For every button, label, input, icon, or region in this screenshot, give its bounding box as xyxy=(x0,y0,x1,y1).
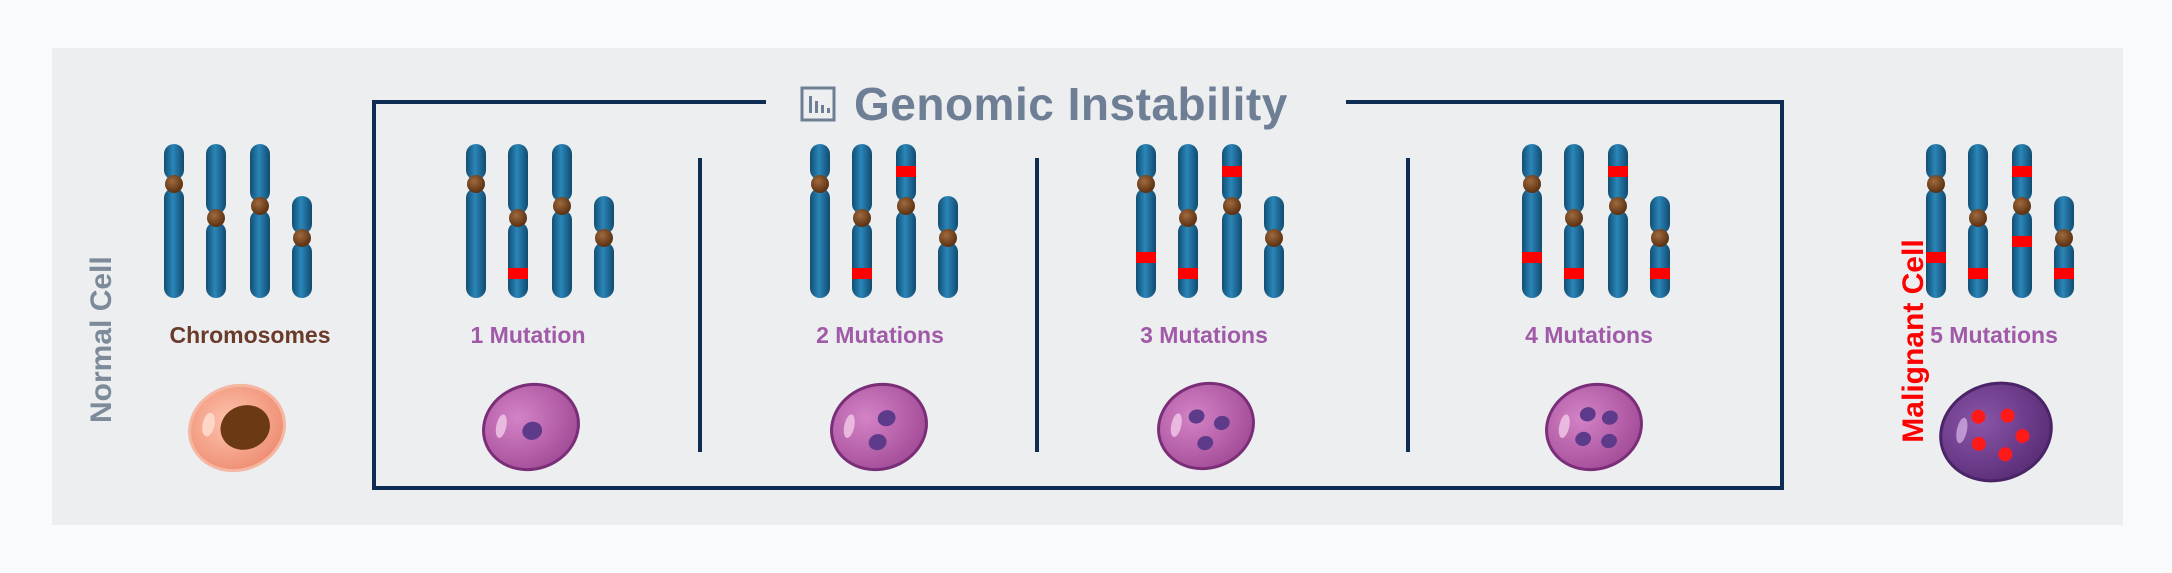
stage-label-4: 4 Mutations xyxy=(1525,322,1653,348)
centromere xyxy=(595,229,613,247)
chromosome xyxy=(164,144,184,298)
stage-label-1: 1 Mutation xyxy=(470,322,586,348)
stage-label-chromosomes: Chromosomes xyxy=(169,322,331,348)
centromere xyxy=(467,175,485,193)
chromosome xyxy=(206,144,226,298)
mutation-band xyxy=(1136,252,1156,263)
mutation-band xyxy=(2012,166,2032,177)
centromere xyxy=(553,197,571,215)
mutation-band xyxy=(1650,268,1670,279)
chromosome xyxy=(552,144,572,298)
centromere xyxy=(1265,229,1283,247)
centromere xyxy=(1223,197,1241,215)
centromere xyxy=(1927,175,1945,193)
centromere xyxy=(2055,229,2073,247)
mutation-band xyxy=(1522,252,1542,263)
chromosome xyxy=(938,196,958,298)
title-text: Genomic Instability xyxy=(854,78,1288,130)
chromosome xyxy=(1968,144,1988,298)
centromere xyxy=(811,175,829,193)
stage-label-5: 5 Mutations xyxy=(1930,322,2058,348)
malignant-cell xyxy=(1939,381,2053,483)
mutation-band xyxy=(1608,166,1628,177)
centromere xyxy=(293,229,311,247)
mutation-band xyxy=(2054,268,2074,279)
chromosome xyxy=(508,144,528,298)
stage-label-2: 2 Mutations xyxy=(816,322,944,348)
chromosome xyxy=(1608,144,1628,298)
centromere xyxy=(1969,209,1987,227)
genomic-instability-frame xyxy=(372,100,1784,490)
chromosome xyxy=(1522,144,1542,298)
centromere xyxy=(1651,229,1669,247)
centromere xyxy=(1565,209,1583,227)
chromosome xyxy=(594,196,614,298)
centromere xyxy=(207,209,225,227)
diagram-title: Genomic Instability xyxy=(800,74,1288,134)
frame-top-right-line xyxy=(1346,100,1784,104)
chromosome-set-4 xyxy=(1522,144,1670,298)
mutation-band xyxy=(896,166,916,177)
mutated-cell-4 xyxy=(1545,382,1643,472)
stage-label-3: 3 Mutations xyxy=(1140,322,1268,348)
chromosome xyxy=(2054,196,2074,298)
chromosome xyxy=(1926,144,1946,298)
chromosome xyxy=(1650,196,1670,298)
stage-divider-2 xyxy=(1035,158,1039,452)
chart-icon xyxy=(800,86,836,122)
chromosome xyxy=(1564,144,1584,298)
chromosome-set-1 xyxy=(466,144,614,298)
mutation-band xyxy=(1926,252,1946,263)
centromere xyxy=(1137,175,1155,193)
centromere xyxy=(165,175,183,193)
chromosome xyxy=(1136,144,1156,298)
chromosome-set-2 xyxy=(810,144,958,298)
centromere xyxy=(2013,197,2031,215)
diagram-panel xyxy=(52,48,2123,525)
chromosome xyxy=(1222,144,1242,298)
centromere xyxy=(897,197,915,215)
centromere xyxy=(1523,175,1541,193)
chromosome xyxy=(852,144,872,298)
chromosome xyxy=(1264,196,1284,298)
centromere xyxy=(939,229,957,247)
mutation-band xyxy=(508,268,528,279)
chromosome xyxy=(896,144,916,298)
centromere xyxy=(853,209,871,227)
mutation-band xyxy=(1968,268,1988,279)
frame-top-left-line xyxy=(372,100,766,104)
mutation-band xyxy=(1564,268,1584,279)
chromosome xyxy=(810,144,830,298)
chromosome xyxy=(292,196,312,298)
centromere xyxy=(509,209,527,227)
chromosome xyxy=(1178,144,1198,298)
chromosome-set-5 xyxy=(1926,144,2074,298)
centromere xyxy=(251,197,269,215)
stage-divider-3 xyxy=(1406,158,1410,452)
mutated-cell-1 xyxy=(482,382,580,472)
normal-cell xyxy=(188,383,286,473)
centromere xyxy=(1609,197,1627,215)
mutated-cell-2 xyxy=(830,382,928,472)
centromere xyxy=(1179,209,1197,227)
mutation-band xyxy=(2012,236,2032,247)
mutation-band xyxy=(1222,166,1242,177)
mutated-cell-3 xyxy=(1157,381,1255,471)
mutation-band xyxy=(852,268,872,279)
chromosome xyxy=(466,144,486,298)
stage-divider-1 xyxy=(698,158,702,452)
chromosome xyxy=(2012,144,2032,298)
chromosome-set-0 xyxy=(164,144,312,298)
chromosome xyxy=(250,144,270,298)
chromosome-set-3 xyxy=(1136,144,1284,298)
mutation-band xyxy=(1178,268,1198,279)
